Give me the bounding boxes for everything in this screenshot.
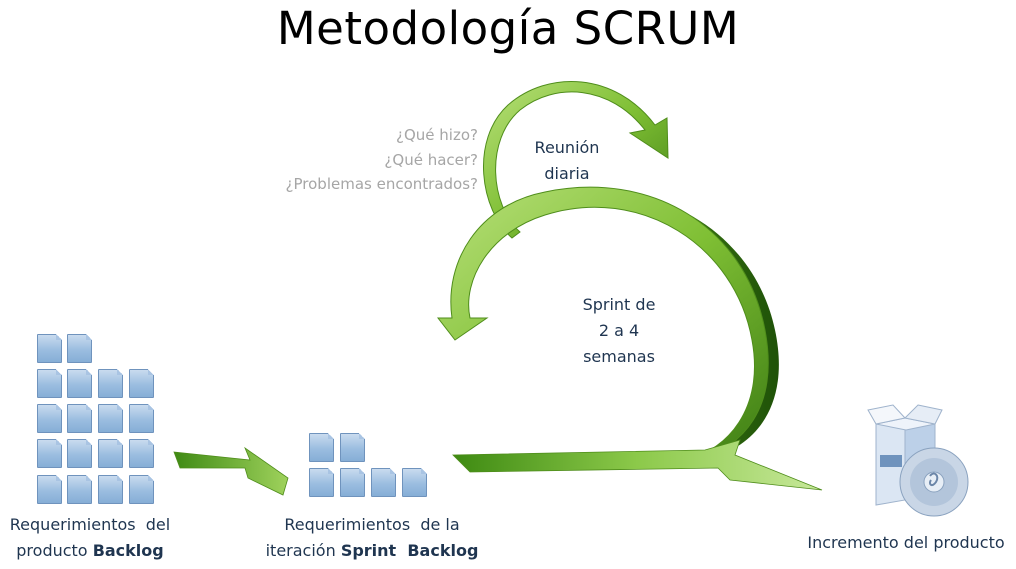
product-increment-label: Incremento del producto <box>807 533 1005 552</box>
daily-meeting-label: Reunión diaria <box>534 138 600 183</box>
backlog-card <box>37 334 62 363</box>
output-arrow <box>452 439 823 491</box>
backlog-card <box>37 439 62 468</box>
backlog-card <box>67 369 92 398</box>
backlog-card <box>67 334 92 363</box>
question-what-done: ¿Qué hizo? <box>396 126 478 144</box>
sprint-loop-arrow <box>436 186 769 459</box>
sprint-backlog-card <box>340 433 365 462</box>
backlog-card <box>37 475 62 504</box>
sprint-backlog-card <box>309 433 334 462</box>
backlog-card <box>98 369 123 398</box>
sprint-backlog-card <box>371 468 396 497</box>
backlog-card <box>129 439 154 468</box>
backlog-card <box>67 475 92 504</box>
product-backlog-label: Requerimientos del producto Backlog <box>9 515 171 560</box>
backlog-card <box>37 369 62 398</box>
backlog-card <box>98 475 123 504</box>
backlog-card <box>67 439 92 468</box>
backlog-card <box>98 404 123 433</box>
backlog-to-sprint-arrow <box>173 446 289 496</box>
backlog-card <box>129 475 154 504</box>
sprint-duration-label: Sprint de 2 a 4 semanas <box>582 295 656 366</box>
diagram-title: Metodología SCRUM <box>276 2 740 55</box>
question-problems: ¿Problemas encontrados? <box>285 175 478 193</box>
sprint-backlog-label: Requerimientos de la iteración Sprint Ba… <box>265 515 479 560</box>
sprint-backlog-card <box>402 468 427 497</box>
backlog-card <box>129 404 154 433</box>
sprint-backlog-card <box>340 468 365 497</box>
sprint-backlog-card <box>309 468 334 497</box>
backlog-card <box>67 404 92 433</box>
backlog-card <box>129 369 154 398</box>
product-box-icon <box>867 404 969 517</box>
backlog-card <box>98 439 123 468</box>
question-what-to-do: ¿Qué hacer? <box>384 151 478 169</box>
backlog-card <box>37 404 62 433</box>
